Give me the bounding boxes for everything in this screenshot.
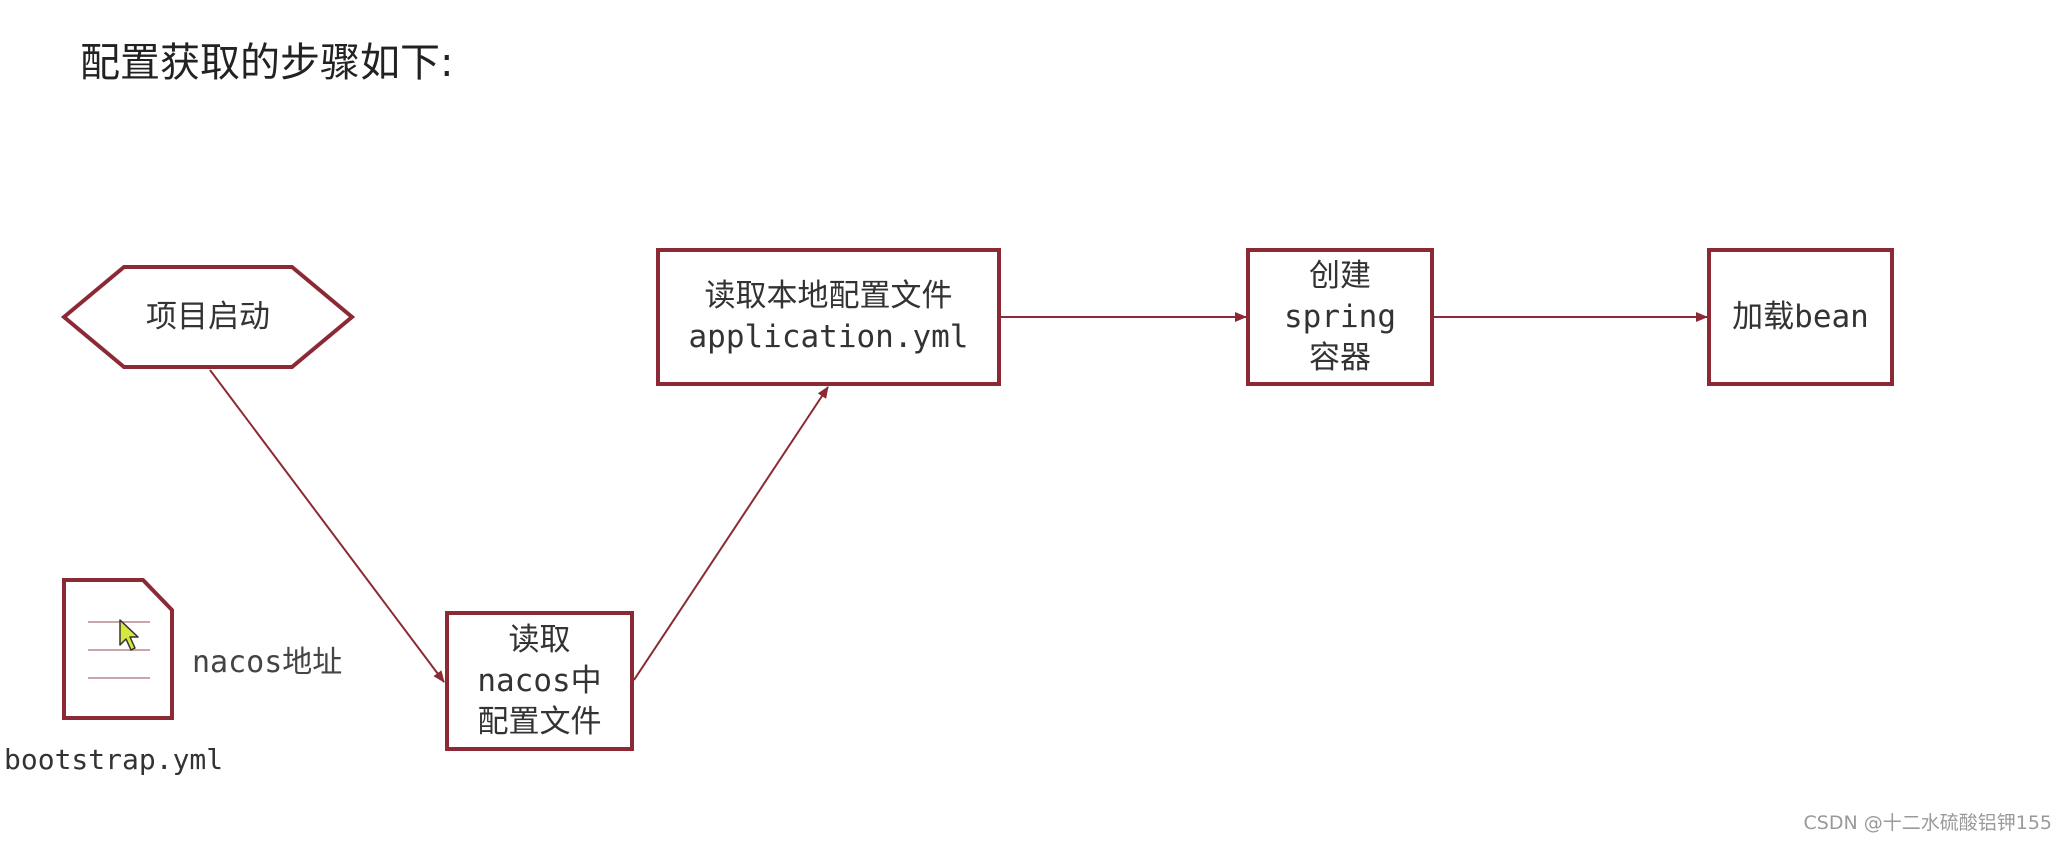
mouse-cursor-icon xyxy=(119,619,139,651)
arrow-start-to-nacos xyxy=(209,369,445,683)
bootstrap-file-name: bootstrap.yml xyxy=(4,743,224,776)
read-local-node-label: 读取本地配置文件 application.yml xyxy=(688,278,969,355)
nacos-address-note: nacos地址 xyxy=(192,645,343,680)
page-title: 配置获取的步骤如下: xyxy=(80,40,454,86)
read-local-node-shape xyxy=(656,248,1001,386)
arrow-nacos-to-local xyxy=(633,386,829,681)
start-node-shape xyxy=(60,265,356,369)
read-nacos-node-shape xyxy=(445,611,634,751)
read-nacos-node-label: 读取 nacos中 配置文件 xyxy=(477,621,602,740)
create-spring-node-label: 创建 spring 容器 xyxy=(1284,257,1396,376)
create-spring-node-shape xyxy=(1246,248,1434,386)
watermark: CSDN @十二水硫酸铝钾155 xyxy=(1803,812,2052,834)
load-bean-node-label: 加载bean xyxy=(1732,298,1869,335)
load-bean-node-shape xyxy=(1707,248,1894,386)
document-icon xyxy=(62,578,174,720)
start-node-label: 项目启动 xyxy=(146,298,270,335)
